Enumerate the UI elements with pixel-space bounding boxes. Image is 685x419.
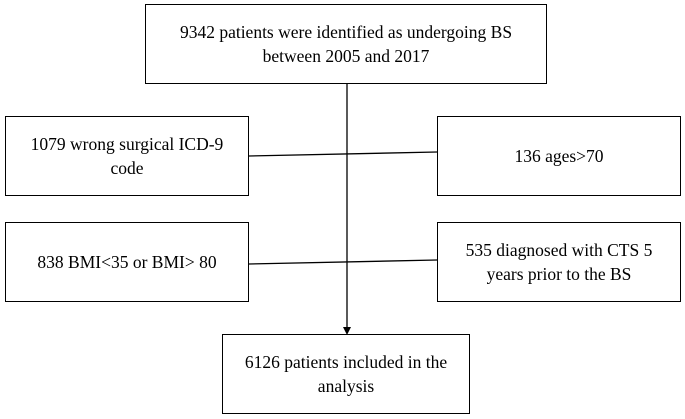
exclusion-bmi-box: 838 BMI<35 or BMI> 80 <box>5 222 249 302</box>
cohort-identified-box: 9342 patients were identified as undergo… <box>145 4 547 84</box>
exclusion-connector-2 <box>248 259 438 265</box>
exclusion-connector-1 <box>248 151 438 157</box>
exclusion-icd9-box: 1079 wrong surgical ICD-9 code <box>5 116 249 196</box>
exclusion-cts-text: 535 diagnosed with CTS 5 years prior to … <box>465 240 653 284</box>
exclusion-icd9-text: 1079 wrong surgical ICD-9 code <box>30 134 224 178</box>
exclusion-bmi-text: 838 BMI<35 or BMI> 80 <box>37 252 217 272</box>
cohort-identified-text: 9342 patients were identified as undergo… <box>179 22 513 66</box>
exclusion-age-text: 136 ages>70 <box>514 146 604 166</box>
included-patients-box: 6126 patients included in the analysis <box>222 334 470 414</box>
exclusion-cts-box: 535 diagnosed with CTS 5 years prior to … <box>437 222 681 302</box>
exclusion-age-box: 136 ages>70 <box>437 116 681 196</box>
included-patients-text: 6126 patients included in the analysis <box>244 352 448 396</box>
